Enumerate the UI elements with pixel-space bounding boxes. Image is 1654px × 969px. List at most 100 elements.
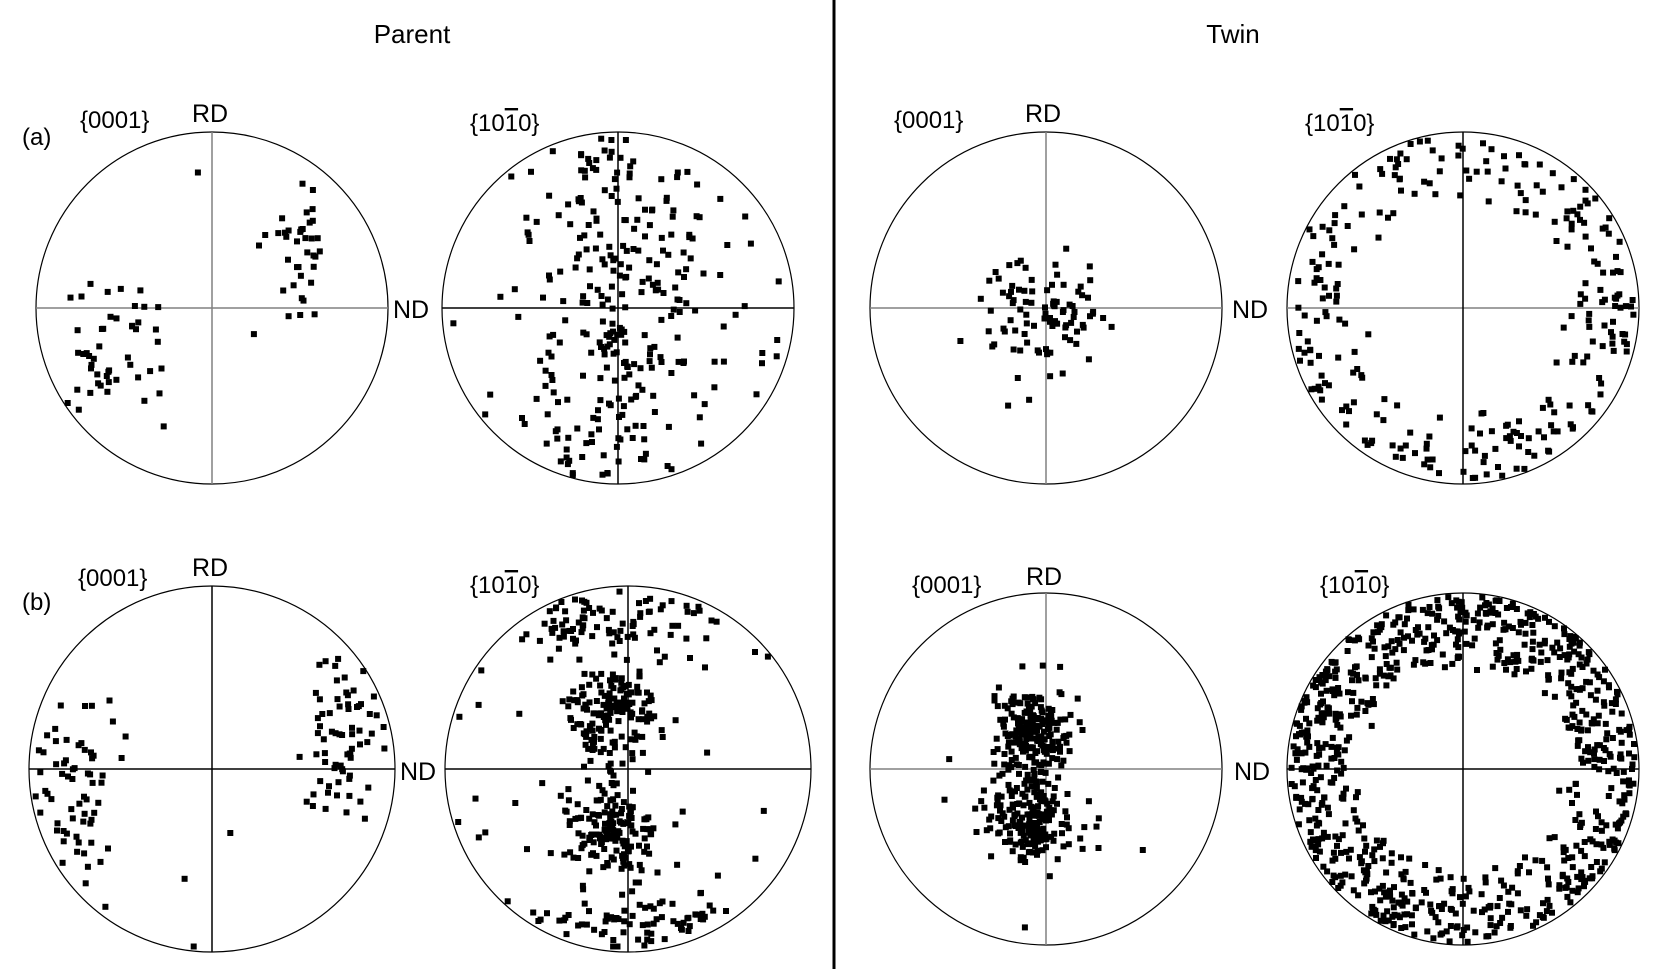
- pole-point: [646, 710, 653, 717]
- pole-point: [654, 647, 660, 654]
- pole-point: [617, 436, 624, 443]
- pole-point: [553, 605, 559, 612]
- pole-point: [742, 213, 749, 220]
- pole-point: [1551, 649, 1558, 656]
- pole-point: [1341, 747, 1348, 754]
- pole-point: [337, 762, 344, 769]
- pole-point: [1047, 315, 1053, 321]
- pole-point: [1298, 794, 1305, 801]
- pole-point: [1549, 909, 1555, 916]
- pole-point: [1348, 712, 1354, 719]
- pole-point: [1011, 739, 1018, 746]
- pole-point: [607, 727, 614, 734]
- pole-point: [988, 853, 995, 860]
- pole-point: [1621, 796, 1628, 803]
- pole-point: [1319, 680, 1326, 687]
- pole-point: [1338, 770, 1345, 777]
- pole-point: [565, 797, 572, 804]
- pole-point: [1460, 468, 1467, 475]
- pole-point: [1517, 190, 1524, 197]
- pole-point: [1454, 636, 1461, 643]
- pole-point: [1332, 716, 1339, 723]
- pole-point: [361, 815, 368, 822]
- pole-point: [1022, 859, 1029, 865]
- pole-point: [1349, 677, 1355, 684]
- pole-point: [1525, 435, 1532, 442]
- pole-point: [994, 746, 1001, 753]
- pole-point: [1001, 761, 1008, 768]
- pole-point: [1010, 714, 1017, 721]
- pole-point: [1419, 606, 1426, 613]
- pole-point: [702, 664, 708, 671]
- pole-point: [985, 328, 992, 335]
- pole-point: [1435, 612, 1442, 619]
- pole-point: [1139, 847, 1146, 853]
- pole-point: [714, 872, 721, 879]
- pole-point: [80, 351, 87, 357]
- pole-point: [637, 365, 644, 372]
- pole-point: [1392, 619, 1399, 626]
- pole-point: [1429, 456, 1436, 463]
- pole-point: [313, 751, 320, 758]
- pole-point: [1513, 655, 1520, 662]
- pole-point: [1399, 454, 1406, 461]
- pole-point: [332, 662, 339, 669]
- pole-point: [1537, 658, 1544, 665]
- pole-point: [1377, 897, 1384, 904]
- pole-point: [607, 677, 613, 684]
- pole-point: [1630, 780, 1637, 787]
- pole-point: [1554, 639, 1561, 646]
- pole-point: [1394, 637, 1401, 643]
- pole-point: [1048, 713, 1055, 720]
- pole-point: [1577, 821, 1584, 828]
- pole-point: [1600, 269, 1607, 276]
- pole-point: [1299, 779, 1306, 786]
- pole-point: [676, 309, 683, 315]
- pole-point: [983, 827, 990, 834]
- pole-point: [1012, 327, 1019, 334]
- pole-point: [133, 326, 139, 333]
- pole-point: [597, 749, 604, 756]
- pole-point: [1449, 660, 1456, 667]
- pole-point: [1333, 749, 1340, 756]
- pole-point: [519, 636, 526, 643]
- pole-point: [646, 850, 653, 857]
- pole-point: [600, 864, 607, 871]
- pole-point: [1602, 720, 1609, 727]
- pole-point: [1469, 475, 1476, 481]
- pole-point: [593, 698, 600, 704]
- pole-point: [1539, 188, 1546, 195]
- pole-point: [993, 802, 1000, 809]
- pole-point: [607, 811, 614, 818]
- pole-point: [986, 277, 993, 284]
- pole-point: [523, 214, 530, 221]
- pole-point: [521, 421, 528, 427]
- pole-point: [1319, 835, 1326, 842]
- pole-point: [1443, 928, 1450, 935]
- pole-point: [516, 710, 523, 717]
- pole-point: [556, 634, 563, 641]
- pole-point: [1302, 800, 1308, 807]
- pole-points: [957, 245, 1115, 409]
- pole-point: [563, 617, 570, 624]
- pole-point: [370, 693, 377, 700]
- pole-point: [57, 702, 64, 709]
- pole-point: [1023, 320, 1030, 327]
- pole-point: [635, 936, 642, 943]
- pole-point: [1621, 338, 1628, 345]
- pole-point: [651, 713, 658, 720]
- pole-point: [37, 809, 44, 816]
- pole-point: [54, 827, 60, 834]
- pole-point: [608, 148, 615, 155]
- pole-point: [1577, 203, 1584, 210]
- pole-point: [1513, 465, 1520, 472]
- pole-point: [1608, 785, 1615, 792]
- pole-point: [1332, 710, 1339, 717]
- pole-point: [1368, 635, 1375, 642]
- pole-point: [1572, 780, 1579, 787]
- pole-point: [1013, 729, 1020, 736]
- pole-point: [645, 608, 652, 615]
- pole-point: [1360, 822, 1366, 829]
- pole-point: [1620, 813, 1627, 820]
- pole-point: [528, 168, 534, 175]
